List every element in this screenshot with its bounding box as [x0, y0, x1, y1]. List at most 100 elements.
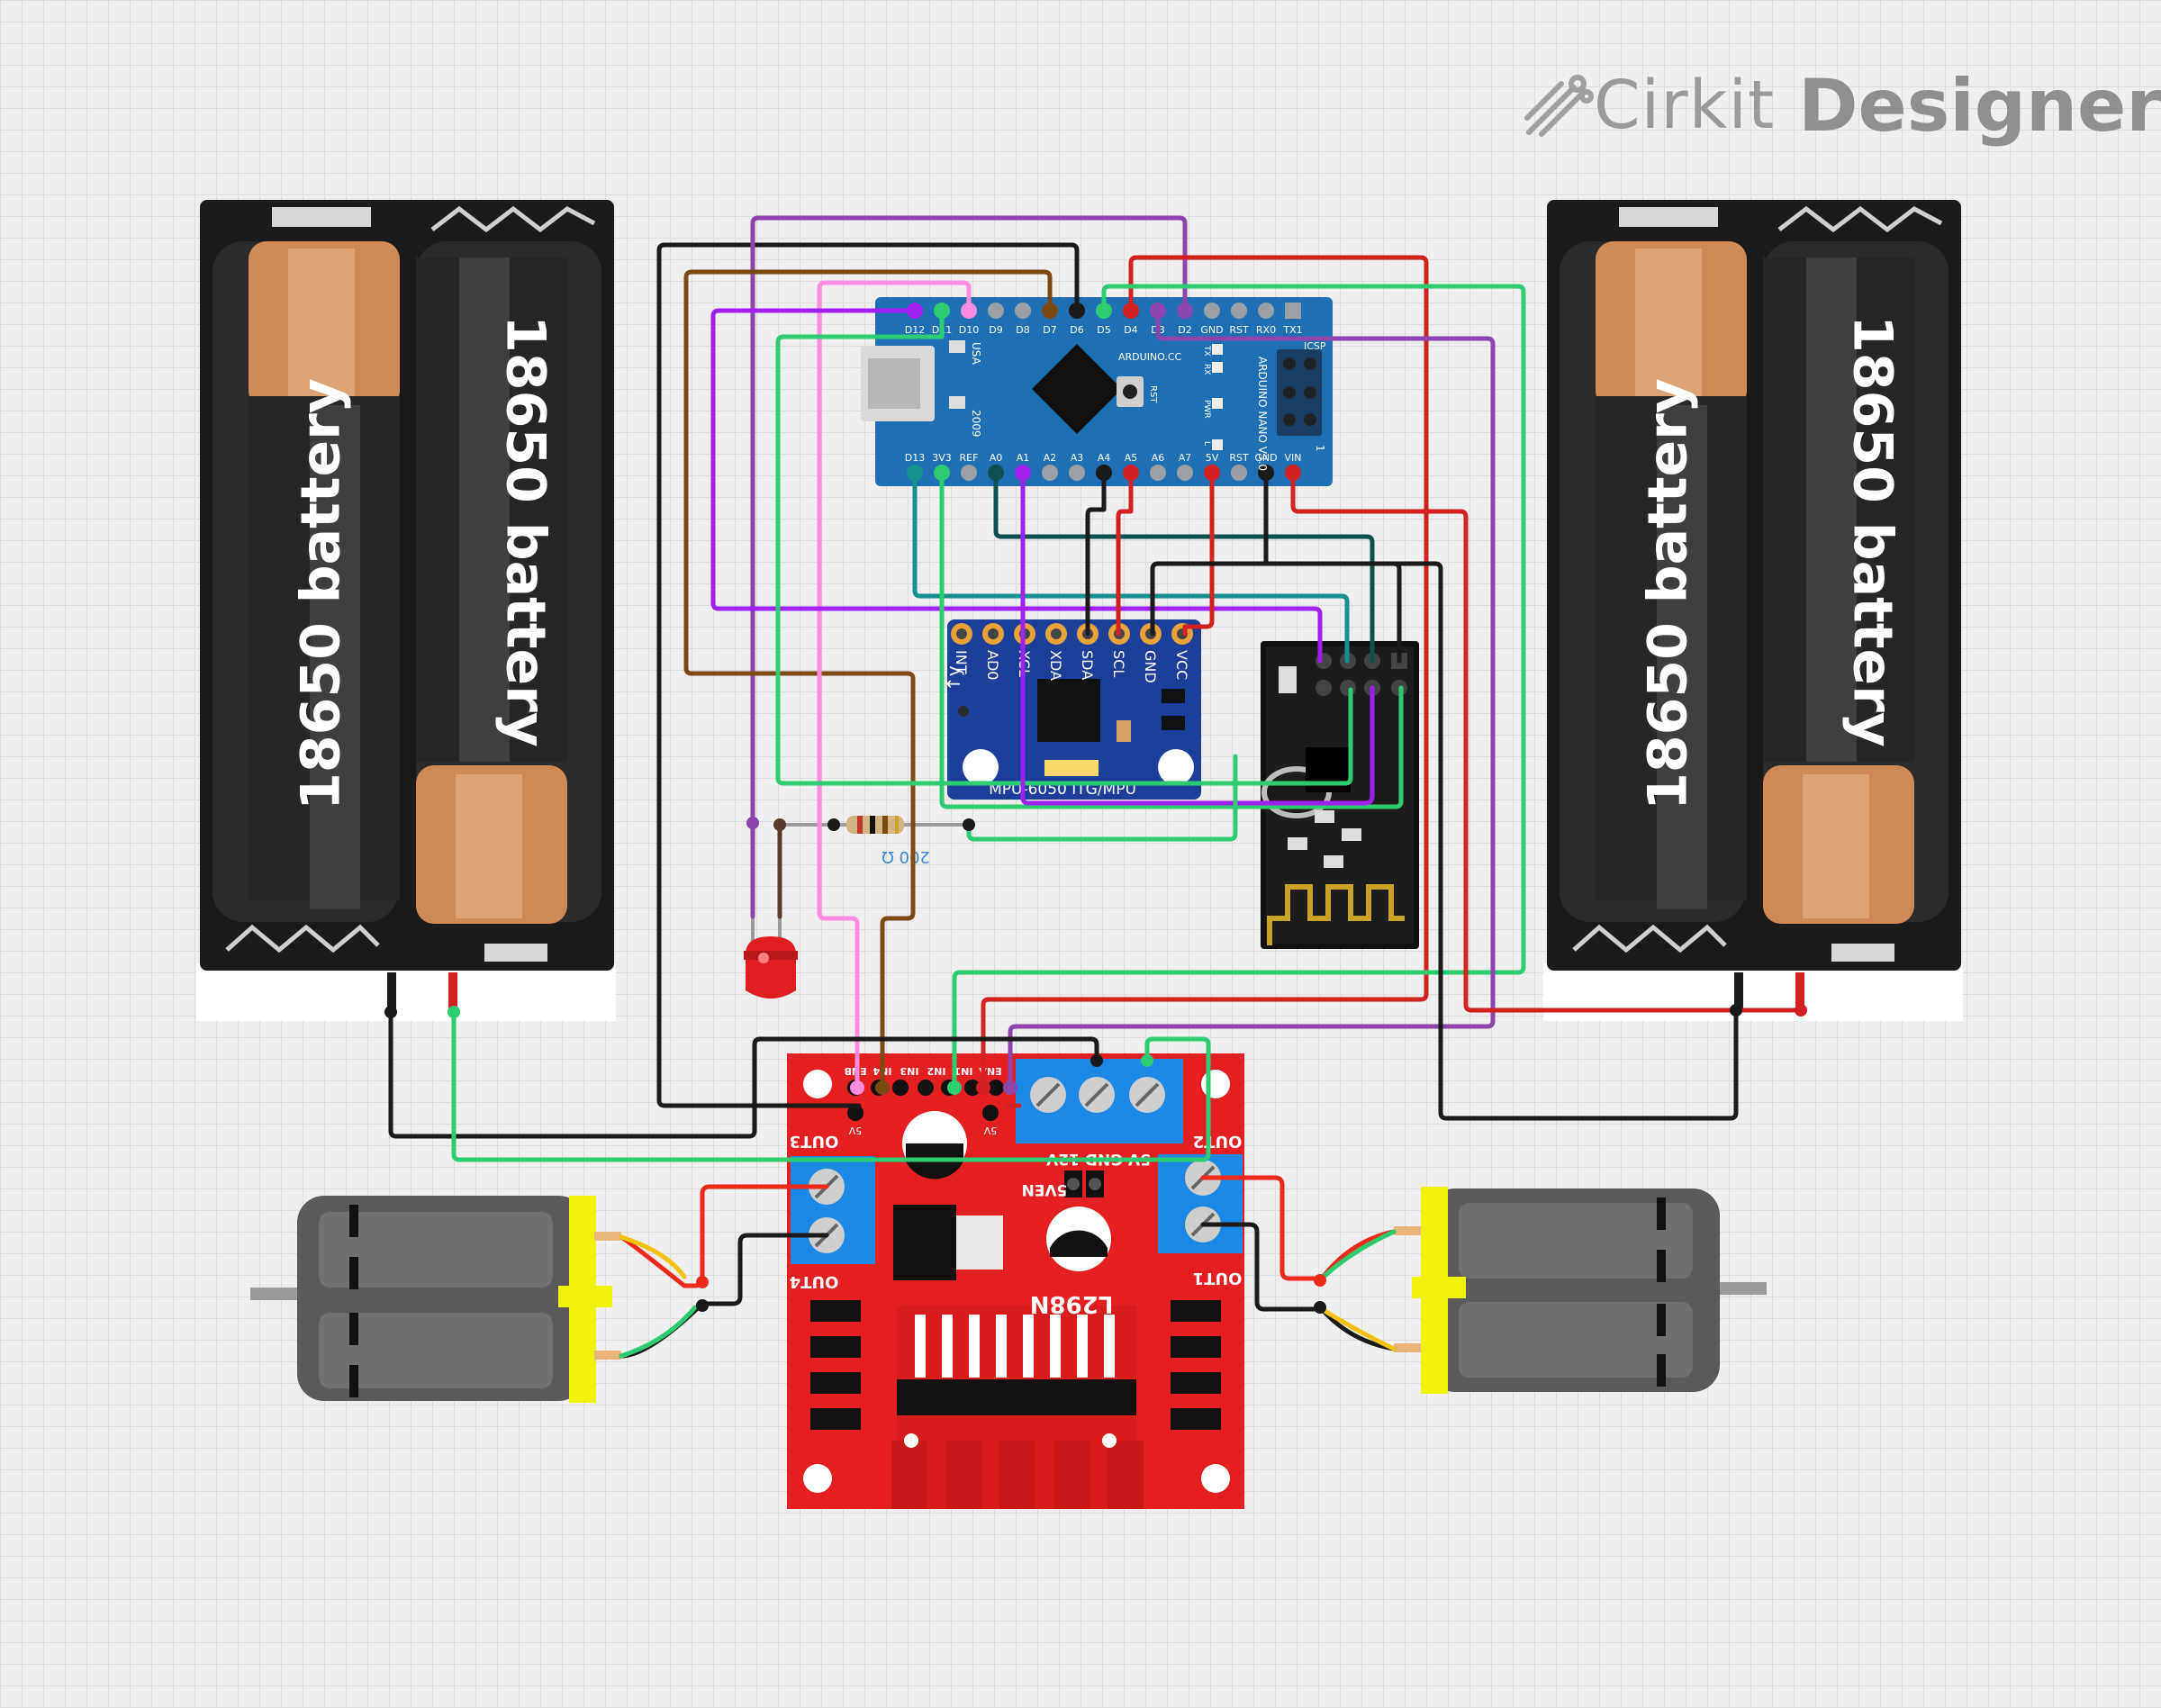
arduino-pin-d6[interactable]: D6	[1069, 303, 1085, 336]
driver-small-5v-right: 5V	[983, 1125, 997, 1136]
svg-text:RST: RST	[1229, 324, 1249, 336]
wire-black-d6	[656, 242, 1080, 1108]
svg-text:D5: D5	[1097, 324, 1110, 336]
battery-right-cell-b-label: 18650 battery	[1840, 315, 1903, 747]
driver-label-in2: IN2	[927, 1065, 946, 1077]
wire-brown-d7	[683, 269, 1053, 1090]
dc-motor-right[interactable]	[1394, 1187, 1767, 1394]
wire-black-gnd-bat	[1263, 561, 1739, 1121]
arduino-pin-bottom-a3[interactable]: A3	[1069, 452, 1085, 481]
arduino-pin-rx0[interactable]: RX0	[1256, 303, 1276, 336]
arduino-led-pwr: PWR	[1202, 400, 1211, 419]
arduino-pin-bottom-ref[interactable]: REF	[960, 452, 979, 481]
arduino-pin1-label: 1	[1314, 445, 1326, 452]
wire-pink-d10	[817, 280, 972, 1090]
svg-text:D13: D13	[905, 452, 925, 464]
svg-text:D12: D12	[905, 324, 925, 336]
wire-left-bat-neg	[388, 1006, 1099, 1139]
svg-text:D8: D8	[1016, 324, 1029, 336]
svg-text:REF: REF	[960, 452, 979, 464]
svg-text:A0: A0	[990, 452, 1003, 464]
arduino-pin-bottom-rst[interactable]: RST	[1229, 452, 1249, 481]
wire-motor-right-b	[1200, 1222, 1397, 1351]
wire-black-gnd	[1150, 470, 1269, 637]
battery-left-cell-b-label: 18650 battery	[493, 315, 556, 747]
arduino-pin-d8[interactable]: D8	[1015, 303, 1031, 336]
arduino-pin-bottom-a6[interactable]: A6	[1150, 452, 1166, 481]
svg-text:D9: D9	[989, 324, 1002, 336]
svg-text:D4: D4	[1124, 324, 1137, 336]
svg-text:GND: GND	[1142, 650, 1159, 683]
svg-text:D2: D2	[1178, 324, 1191, 336]
wire-green-right	[1319, 1229, 1397, 1281]
arduino-pin-gnd[interactable]: GND	[1200, 303, 1224, 336]
driver-label-in3: IN3	[900, 1065, 919, 1077]
wire-red-d4	[981, 255, 1429, 1090]
brand-product: Designer	[1798, 63, 2161, 148]
arduino-pin-bottom-a2[interactable]: A2	[1042, 452, 1058, 481]
arduino-pin-rst[interactable]: RST	[1229, 303, 1249, 336]
wire-yellow-right	[1319, 1306, 1397, 1351]
arduino-led-l: L	[1202, 441, 1211, 446]
svg-text:A7: A7	[1179, 452, 1192, 464]
driver-out1-label: OUT1	[1193, 1269, 1243, 1288]
svg-text:A6: A6	[1152, 452, 1165, 464]
wire-green-left	[619, 1305, 698, 1359]
wire-green-3v3	[939, 470, 1404, 809]
battery-left-cell-a-label: 18650 battery	[290, 378, 353, 810]
mpu-pin-xda[interactable]: XDA	[1045, 623, 1067, 681]
svg-text:D10: D10	[959, 324, 979, 336]
arduino-pin-bottom-vin[interactable]: VIN	[1285, 452, 1302, 481]
red-led[interactable]	[744, 917, 798, 999]
battery-pack-left[interactable]: 18650 battery 18650 battery	[196, 200, 616, 1021]
svg-text:A5: A5	[1125, 452, 1138, 464]
brand-logo: Cirkit Designer	[1522, 56, 2161, 155]
mpu-pin-vcc[interactable]: VCC	[1171, 623, 1193, 680]
mpu-pin-int[interactable]: INT	[951, 623, 972, 674]
arduino-model-label: ARDUINO NANO V3.0	[1256, 357, 1269, 471]
mpu-pin-gnd[interactable]: GND	[1140, 623, 1162, 683]
svg-text:A2: A2	[1044, 452, 1057, 464]
svg-text:VIN: VIN	[1285, 452, 1302, 464]
resistor-200-ohm[interactable]: 200 Ω	[783, 816, 969, 866]
wire-violet-d12	[710, 308, 1323, 664]
svg-text:GND: GND	[1200, 324, 1223, 336]
svg-text:D6: D6	[1070, 324, 1083, 336]
driver-out3-label: OUT3	[790, 1132, 839, 1151]
resistor-label: 200 Ω	[882, 847, 930, 866]
wire-black-a4	[1085, 470, 1107, 637]
svg-text:A4: A4	[1098, 452, 1111, 464]
nrf24l01-module[interactable]	[1261, 641, 1419, 949]
mpu-pin-ad0[interactable]: AD0	[982, 623, 1004, 680]
svg-text:GND: GND	[1254, 452, 1277, 464]
arduino-pin-tx1[interactable]: TX1	[1282, 303, 1303, 336]
driver-out4-label: OUT4	[790, 1272, 839, 1291]
arduino-pin-d9[interactable]: D9	[988, 303, 1004, 336]
wire-yellow-left	[619, 1234, 687, 1279]
wire-red-5v	[1182, 470, 1215, 637]
arduino-pin-bottom-a7[interactable]: A7	[1177, 452, 1193, 481]
dc-motor-left[interactable]	[250, 1196, 621, 1403]
wire-purple-d2	[750, 215, 1188, 826]
wire-endpoints	[384, 817, 1807, 1314]
wire-red-a5	[1116, 470, 1134, 637]
svg-text:TX1: TX1	[1282, 324, 1302, 336]
battery-pack-right[interactable]: 18650 battery 18650 battery	[1543, 200, 1963, 1021]
arduino-pin-bottom-d13[interactable]: D13	[905, 452, 925, 481]
svg-text:SCL: SCL	[1110, 650, 1127, 677]
svg-text:D7: D7	[1043, 324, 1056, 336]
wire-resistor-nrf	[966, 754, 1238, 842]
svg-text:5V: 5V	[1206, 452, 1219, 464]
svg-text:XDA: XDA	[1047, 650, 1064, 681]
wire-motor-right-a	[1200, 1175, 1397, 1281]
svg-text:SDA: SDA	[1079, 650, 1096, 680]
arduino-usa-label: USA	[970, 342, 982, 366]
driver-chip-label: L298N	[1030, 1290, 1114, 1317]
mpu-pin-sda[interactable]: SDA	[1077, 623, 1099, 680]
